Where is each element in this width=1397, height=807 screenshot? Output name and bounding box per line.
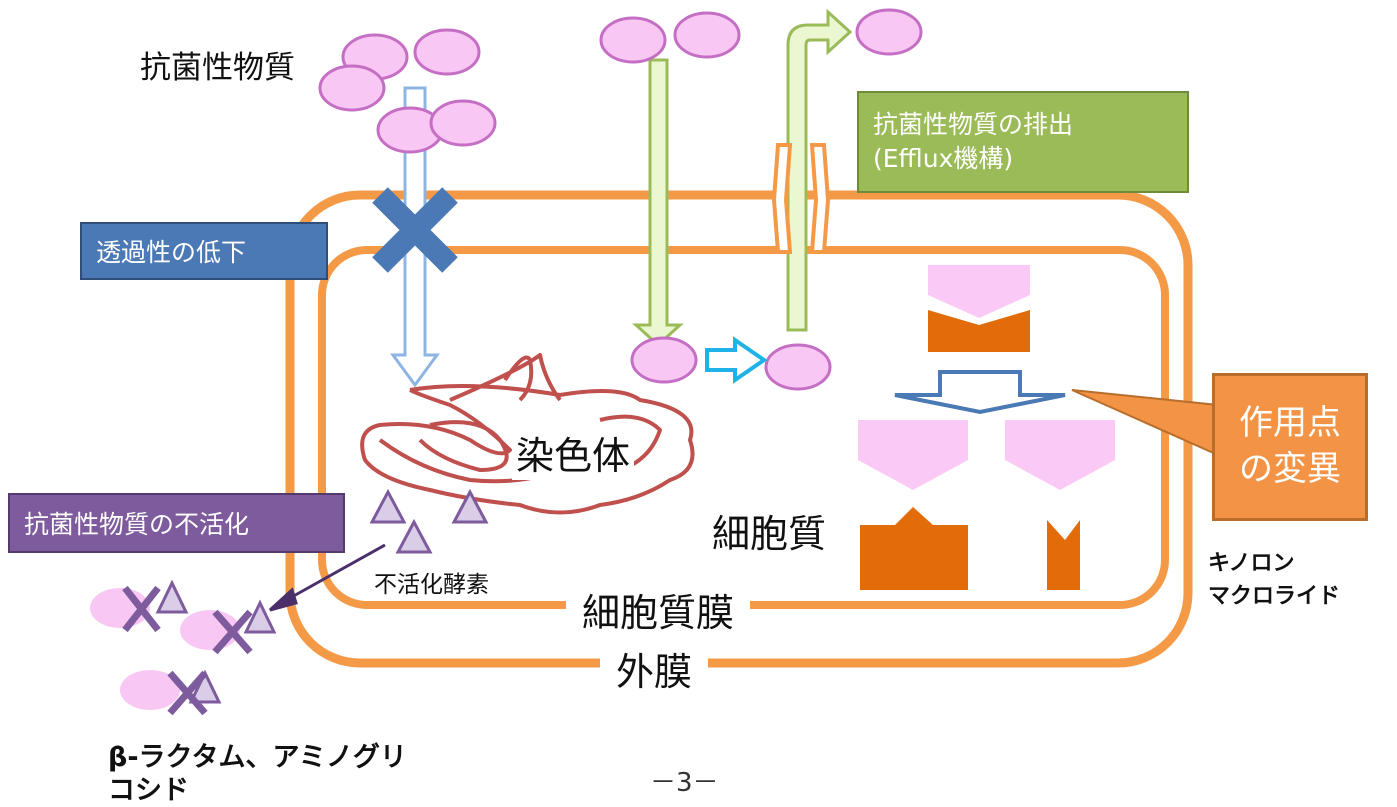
betalactam-label-line2: コシド xyxy=(108,775,189,806)
permeability-decrease-label: 透過性の低下 xyxy=(96,238,247,267)
cytoplasm-label: 細胞質 xyxy=(712,512,827,556)
efflux-label-line1: 抗菌性物質の排出 xyxy=(873,110,1074,140)
transfer-arrow xyxy=(705,336,768,384)
chromosome-icon xyxy=(360,353,695,515)
outer-membrane-label: 外膜 xyxy=(600,641,709,696)
block-x-icon xyxy=(372,187,458,273)
inactivation-label: 抗菌性物質の不活化 xyxy=(24,510,250,539)
efflux-arrow xyxy=(786,8,853,332)
page-number: －3－ xyxy=(650,768,719,798)
quinolone-label: キノロン xyxy=(1208,551,1295,576)
antibacterial-molecules xyxy=(318,8,923,391)
inactivating-enzyme-icons xyxy=(369,488,489,554)
chromosome-label: 染色体 xyxy=(512,425,635,480)
inflow-arrow xyxy=(632,58,684,348)
target-alteration-box: 作用点 の変異 xyxy=(1212,373,1368,521)
inactivation-arrow xyxy=(268,543,386,612)
inactivating-enzyme-label: 不活化酵素 xyxy=(374,572,489,598)
target-site-icons xyxy=(858,265,1115,590)
efflux-label-line2: (Efflux機構) xyxy=(873,144,1014,173)
antibacterial-label: 抗菌性物質 xyxy=(140,50,295,86)
betalactam-label-line1: β-ラクタム、アミノグリ xyxy=(108,742,407,773)
cytoplasmic-membrane-label: 細胞質膜 xyxy=(566,582,751,637)
target-alteration-line1: 作用点 xyxy=(1239,403,1341,444)
target-alteration-line2: の変異 xyxy=(1239,449,1341,489)
macrolide-label: マクロライド xyxy=(1208,584,1341,609)
inactivation-box: 抗菌性物質の不活化 xyxy=(8,493,345,553)
inactivated-molecules xyxy=(90,579,277,716)
permeability-decrease-box: 透過性の低下 xyxy=(80,222,328,280)
efflux-pump-icon xyxy=(771,143,831,254)
efflux-box: 抗菌性物質の排出 (Efflux機構) xyxy=(857,91,1189,193)
